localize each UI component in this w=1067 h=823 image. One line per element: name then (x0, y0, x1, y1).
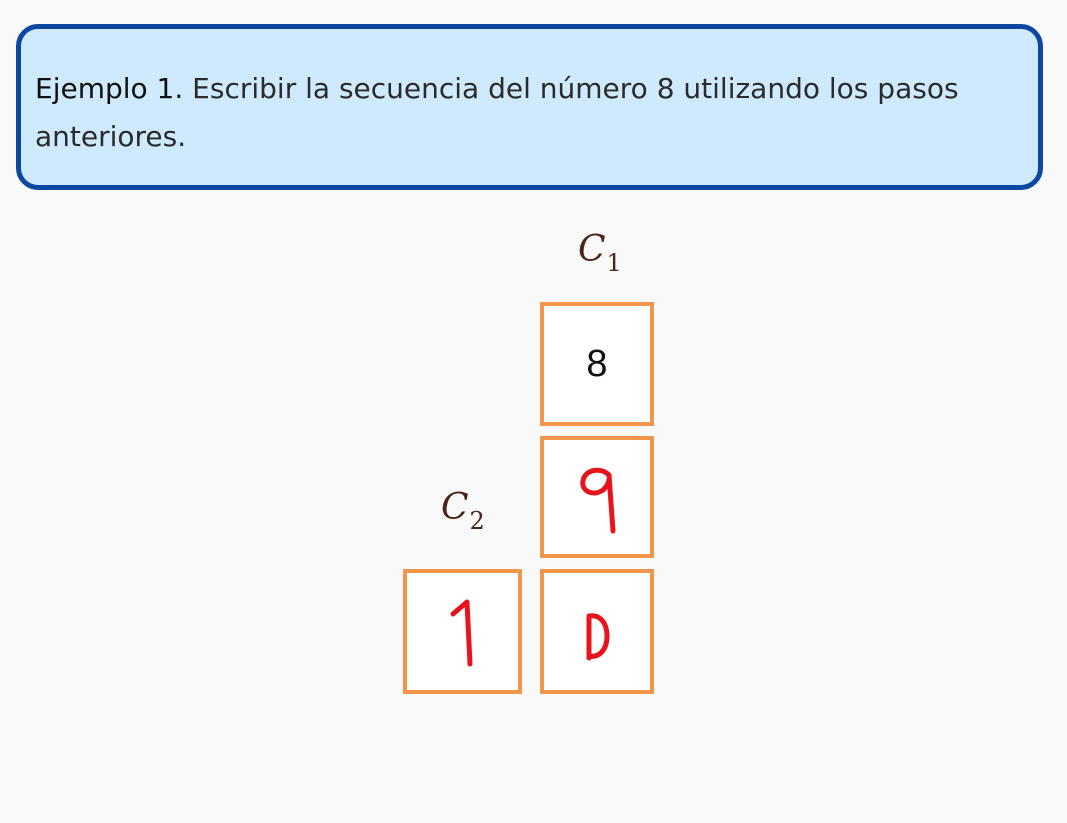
cell-c1-middle (540, 436, 654, 558)
label-c2-subscript: 2 (469, 507, 485, 535)
handwritten-digit-1 (450, 599, 472, 666)
label-c2-base: C (441, 487, 469, 528)
example-callout: Ejemplo 1. Escribir la secuencia del núm… (16, 24, 1043, 190)
printed-digit-8: 8 (586, 342, 608, 385)
cell-c1-top: 8 (540, 302, 654, 426)
cell-c1-bottom (540, 569, 654, 694)
example-title: Ejemplo 1. (35, 72, 184, 105)
cell-c2-bottom (403, 569, 522, 694)
label-c1-base: C (578, 229, 606, 270)
label-c1: C1 (578, 229, 622, 277)
handwritten-digit-9 (580, 467, 616, 534)
example-text: Escribir la secuencia del número 8 utili… (35, 72, 959, 153)
handwritten-digit-0 (586, 612, 610, 660)
label-c2: C2 (441, 487, 485, 535)
label-c1-subscript: 1 (606, 249, 622, 277)
